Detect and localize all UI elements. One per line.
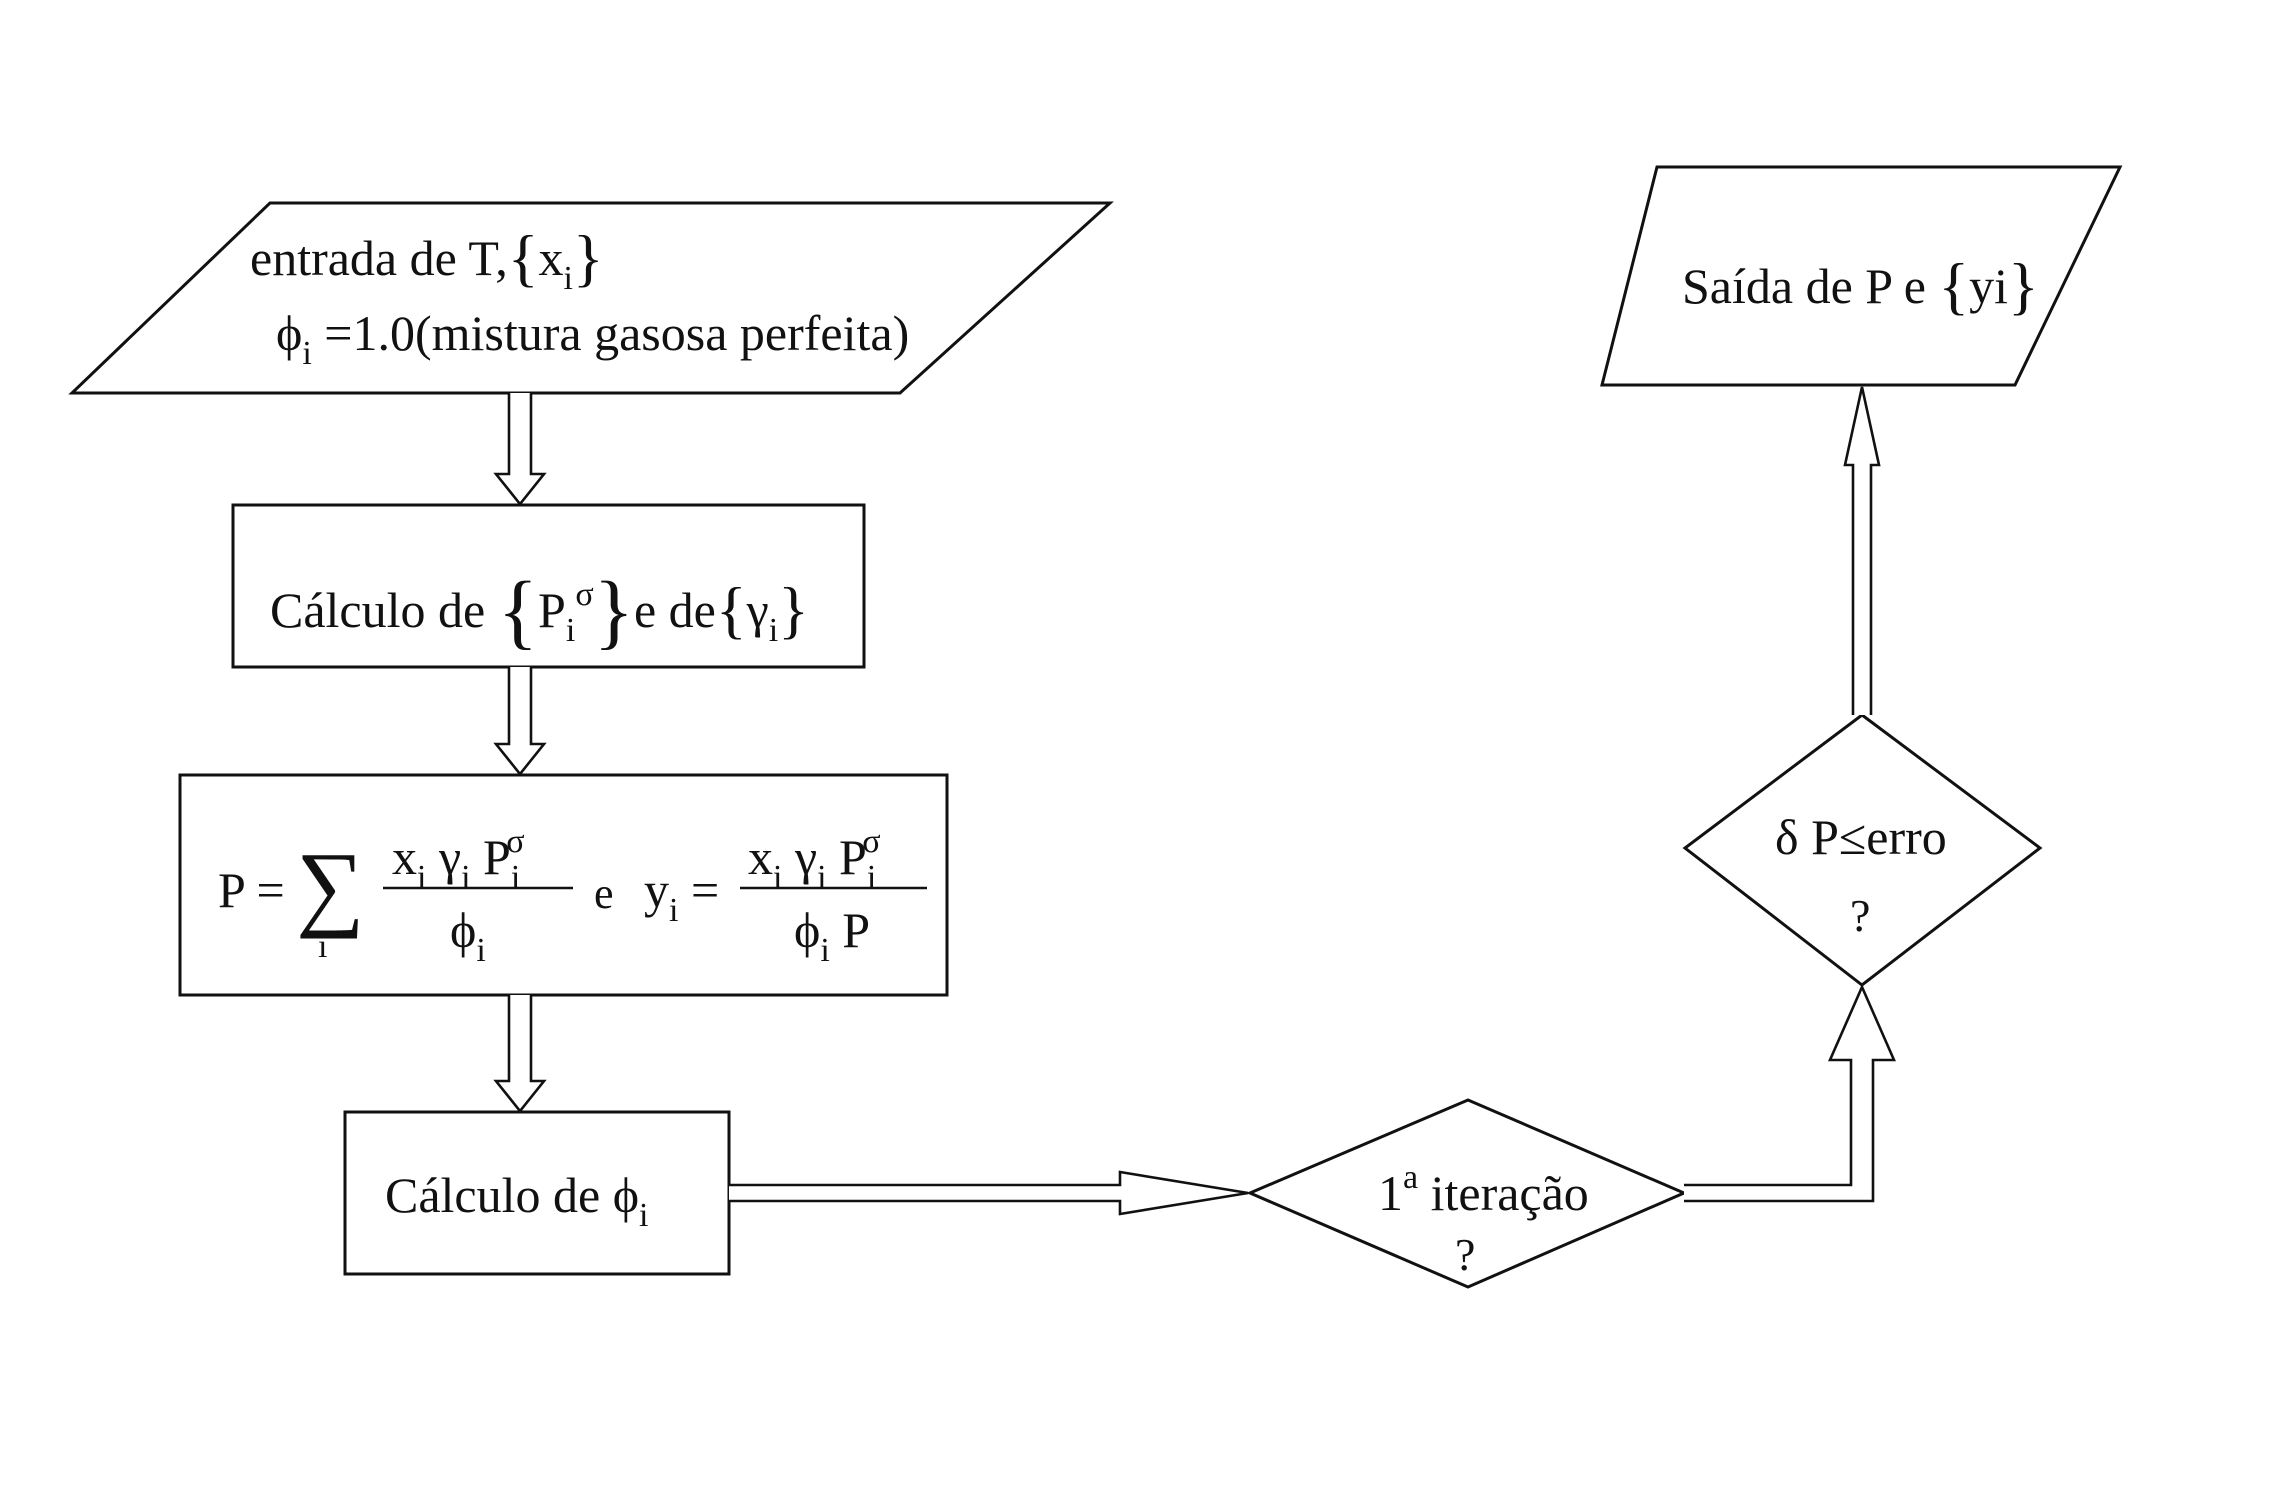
input-parallelogram[interactable]	[68, 201, 1114, 395]
output-brace-open: {	[1938, 250, 1970, 321]
decision1-label: iteração	[1430, 1165, 1589, 1221]
arrow-decision2-to-output	[1843, 386, 1881, 715]
input-line-2: ϕi =1.0(mistura gasosa perfeita)	[276, 305, 910, 371]
num2-P-sup: σ	[862, 823, 881, 860]
num2-x-sub: i	[773, 859, 783, 896]
eq-y: y	[644, 862, 669, 918]
calc2-phi: ϕ	[612, 1167, 640, 1223]
equation-conjunction: e	[594, 869, 614, 918]
equation-denominator-1: ϕi	[450, 902, 486, 968]
den1-phi-sub: i	[476, 932, 486, 969]
arrow-calc1-to-equation	[493, 667, 547, 777]
calc1-brace2-close: }	[778, 574, 809, 645]
equation-box[interactable]	[178, 773, 949, 997]
equation-sum-symbol: ∑	[296, 832, 365, 939]
calc1-gamma-sub: i	[768, 612, 779, 649]
calc1-brace-close: }	[593, 565, 634, 658]
num1-gamma-sub: i	[461, 859, 471, 896]
decision2-text: δ P≤erro	[1775, 812, 1947, 862]
den1-phi: ϕ	[450, 902, 477, 958]
num1-gamma: γ	[438, 829, 462, 885]
num2-P-sub: i	[866, 859, 877, 896]
decision1-num: 1	[1378, 1165, 1403, 1221]
calc1-P-sup: σ	[575, 576, 594, 613]
decision1-question: ?	[1455, 1229, 1476, 1280]
calc1-mid: e de	[633, 582, 716, 638]
input-phi-sub: i	[302, 335, 312, 372]
equation-lhs: P =	[218, 862, 285, 918]
decision1-text: 1a iteração	[1378, 1161, 1589, 1221]
num2-P: P	[839, 829, 867, 885]
num1-P: P	[483, 829, 511, 885]
num1-P-sub: i	[510, 859, 521, 896]
num1-x-sub: i	[417, 859, 427, 896]
output-parallelogram[interactable]	[1600, 165, 2123, 387]
den2-P: P	[842, 902, 871, 958]
eq-y-sub: i	[669, 892, 679, 929]
calc2-phi-sub: i	[639, 1197, 649, 1234]
calc1-brace2-open: {	[715, 574, 747, 645]
arrow-decision1-to-decision2	[1684, 983, 1896, 1203]
calc1-text: Cálculo de {Piσ}e de{γi}	[270, 558, 809, 654]
decision2-label: P≤erro	[1811, 809, 1947, 865]
output-text: Saída de P e {yi}	[1682, 250, 2039, 318]
calc1-gamma: γ	[746, 582, 769, 638]
equation-y: yi =	[644, 862, 720, 928]
input-brace-open: {	[507, 222, 539, 293]
calc1-brace-open: {	[497, 565, 539, 658]
first-iteration-diamond[interactable]	[1246, 1098, 1688, 1289]
calc1-P-sub: i	[565, 612, 576, 649]
output-prefix: Saída de P e	[1682, 258, 1926, 314]
den2-phi: ϕ	[794, 902, 821, 958]
input-var-sub: i	[563, 260, 573, 297]
num2-gamma-sub: i	[817, 859, 827, 896]
output-var: yi	[1969, 258, 2009, 314]
output-brace-close: }	[2008, 250, 2039, 321]
decision2-delta: δ	[1775, 809, 1799, 865]
num2-gamma: γ	[794, 829, 818, 885]
decision2-question: ?	[1850, 890, 1871, 941]
calc2-prefix: Cálculo de	[385, 1167, 601, 1223]
equation-numerator-1: xi γi Piσ	[392, 825, 525, 895]
calc1-P: P	[538, 582, 566, 638]
eq-equals: =	[690, 862, 720, 918]
input-prefix: entrada de T,	[250, 230, 508, 286]
input-phi: ϕ	[276, 305, 303, 361]
input-var: x	[538, 230, 564, 286]
calc-pressure-gamma-box[interactable]	[231, 503, 866, 669]
calc2-text: Cálculo de ϕi	[385, 1167, 649, 1233]
calc1-prefix: Cálculo de	[270, 582, 486, 638]
arrow-equation-to-calc2	[493, 995, 547, 1114]
input-phi-rest: =1.0(mistura gasosa perfeita)	[324, 305, 910, 361]
input-brace-close: }	[572, 222, 604, 293]
input-line-1: entrada de T,{xi}	[250, 222, 604, 296]
calc-phi-box[interactable]	[343, 1110, 731, 1276]
num1-x: x	[392, 829, 417, 885]
arrow-input-to-calc1	[493, 393, 547, 507]
equation-denominator-2: ϕi P	[794, 902, 871, 968]
den2-phi-sub: i	[820, 932, 830, 969]
arrow-calc2-to-decision1	[729, 1170, 1249, 1216]
decision1-sup: a	[1403, 1159, 1419, 1196]
equation-sum-sub: i	[318, 928, 328, 965]
num1-P-sup: σ	[506, 823, 525, 860]
num2-x: x	[748, 829, 773, 885]
equation-numerator-2: xi γi Piσ	[748, 825, 881, 895]
